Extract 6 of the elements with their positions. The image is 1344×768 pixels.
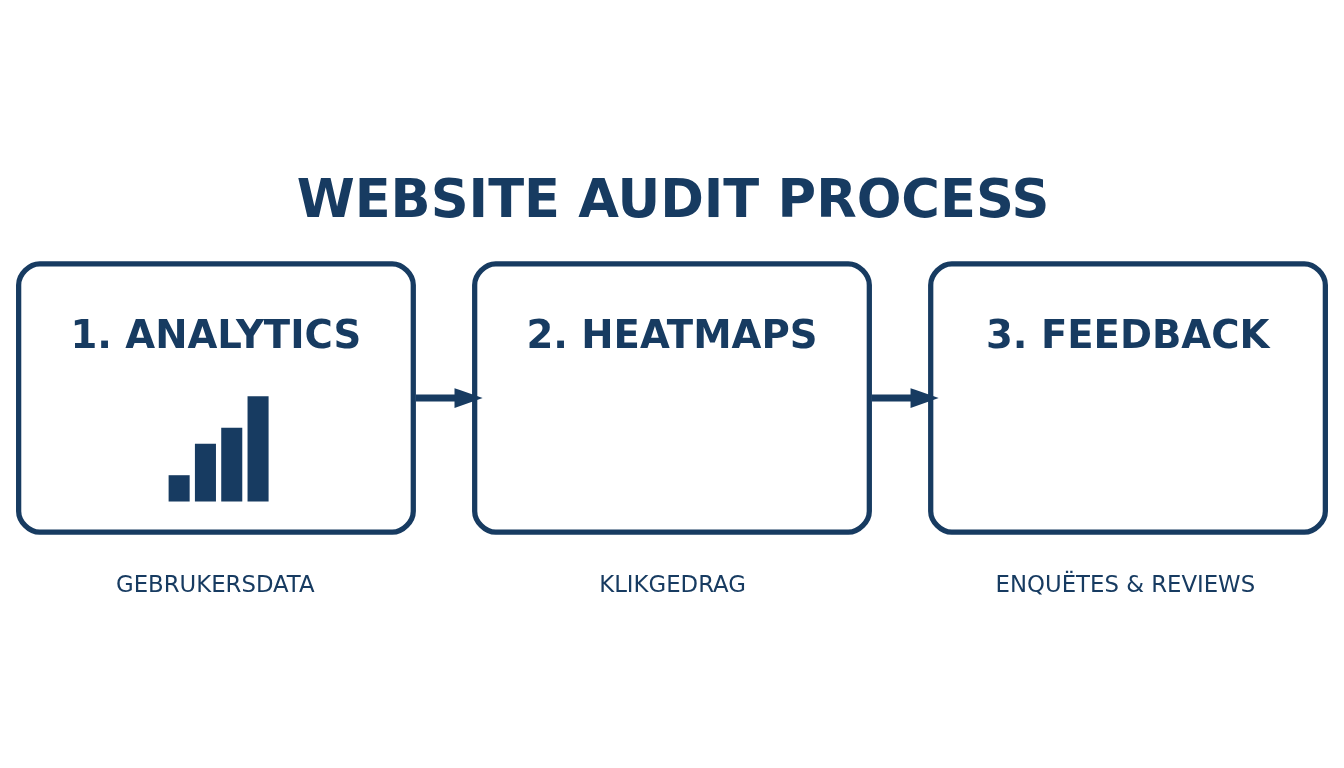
diagram-title: WEBSITE AUDIT PROCESS — [296, 168, 1050, 230]
arrow — [871, 388, 939, 408]
node-label: GEBRUKERSDATA — [115, 570, 315, 597]
node-label: ENQUËTES & REVIEWS — [995, 570, 1256, 597]
node-label: KLIKGEDRAG — [599, 570, 746, 597]
arrow — [415, 388, 483, 408]
